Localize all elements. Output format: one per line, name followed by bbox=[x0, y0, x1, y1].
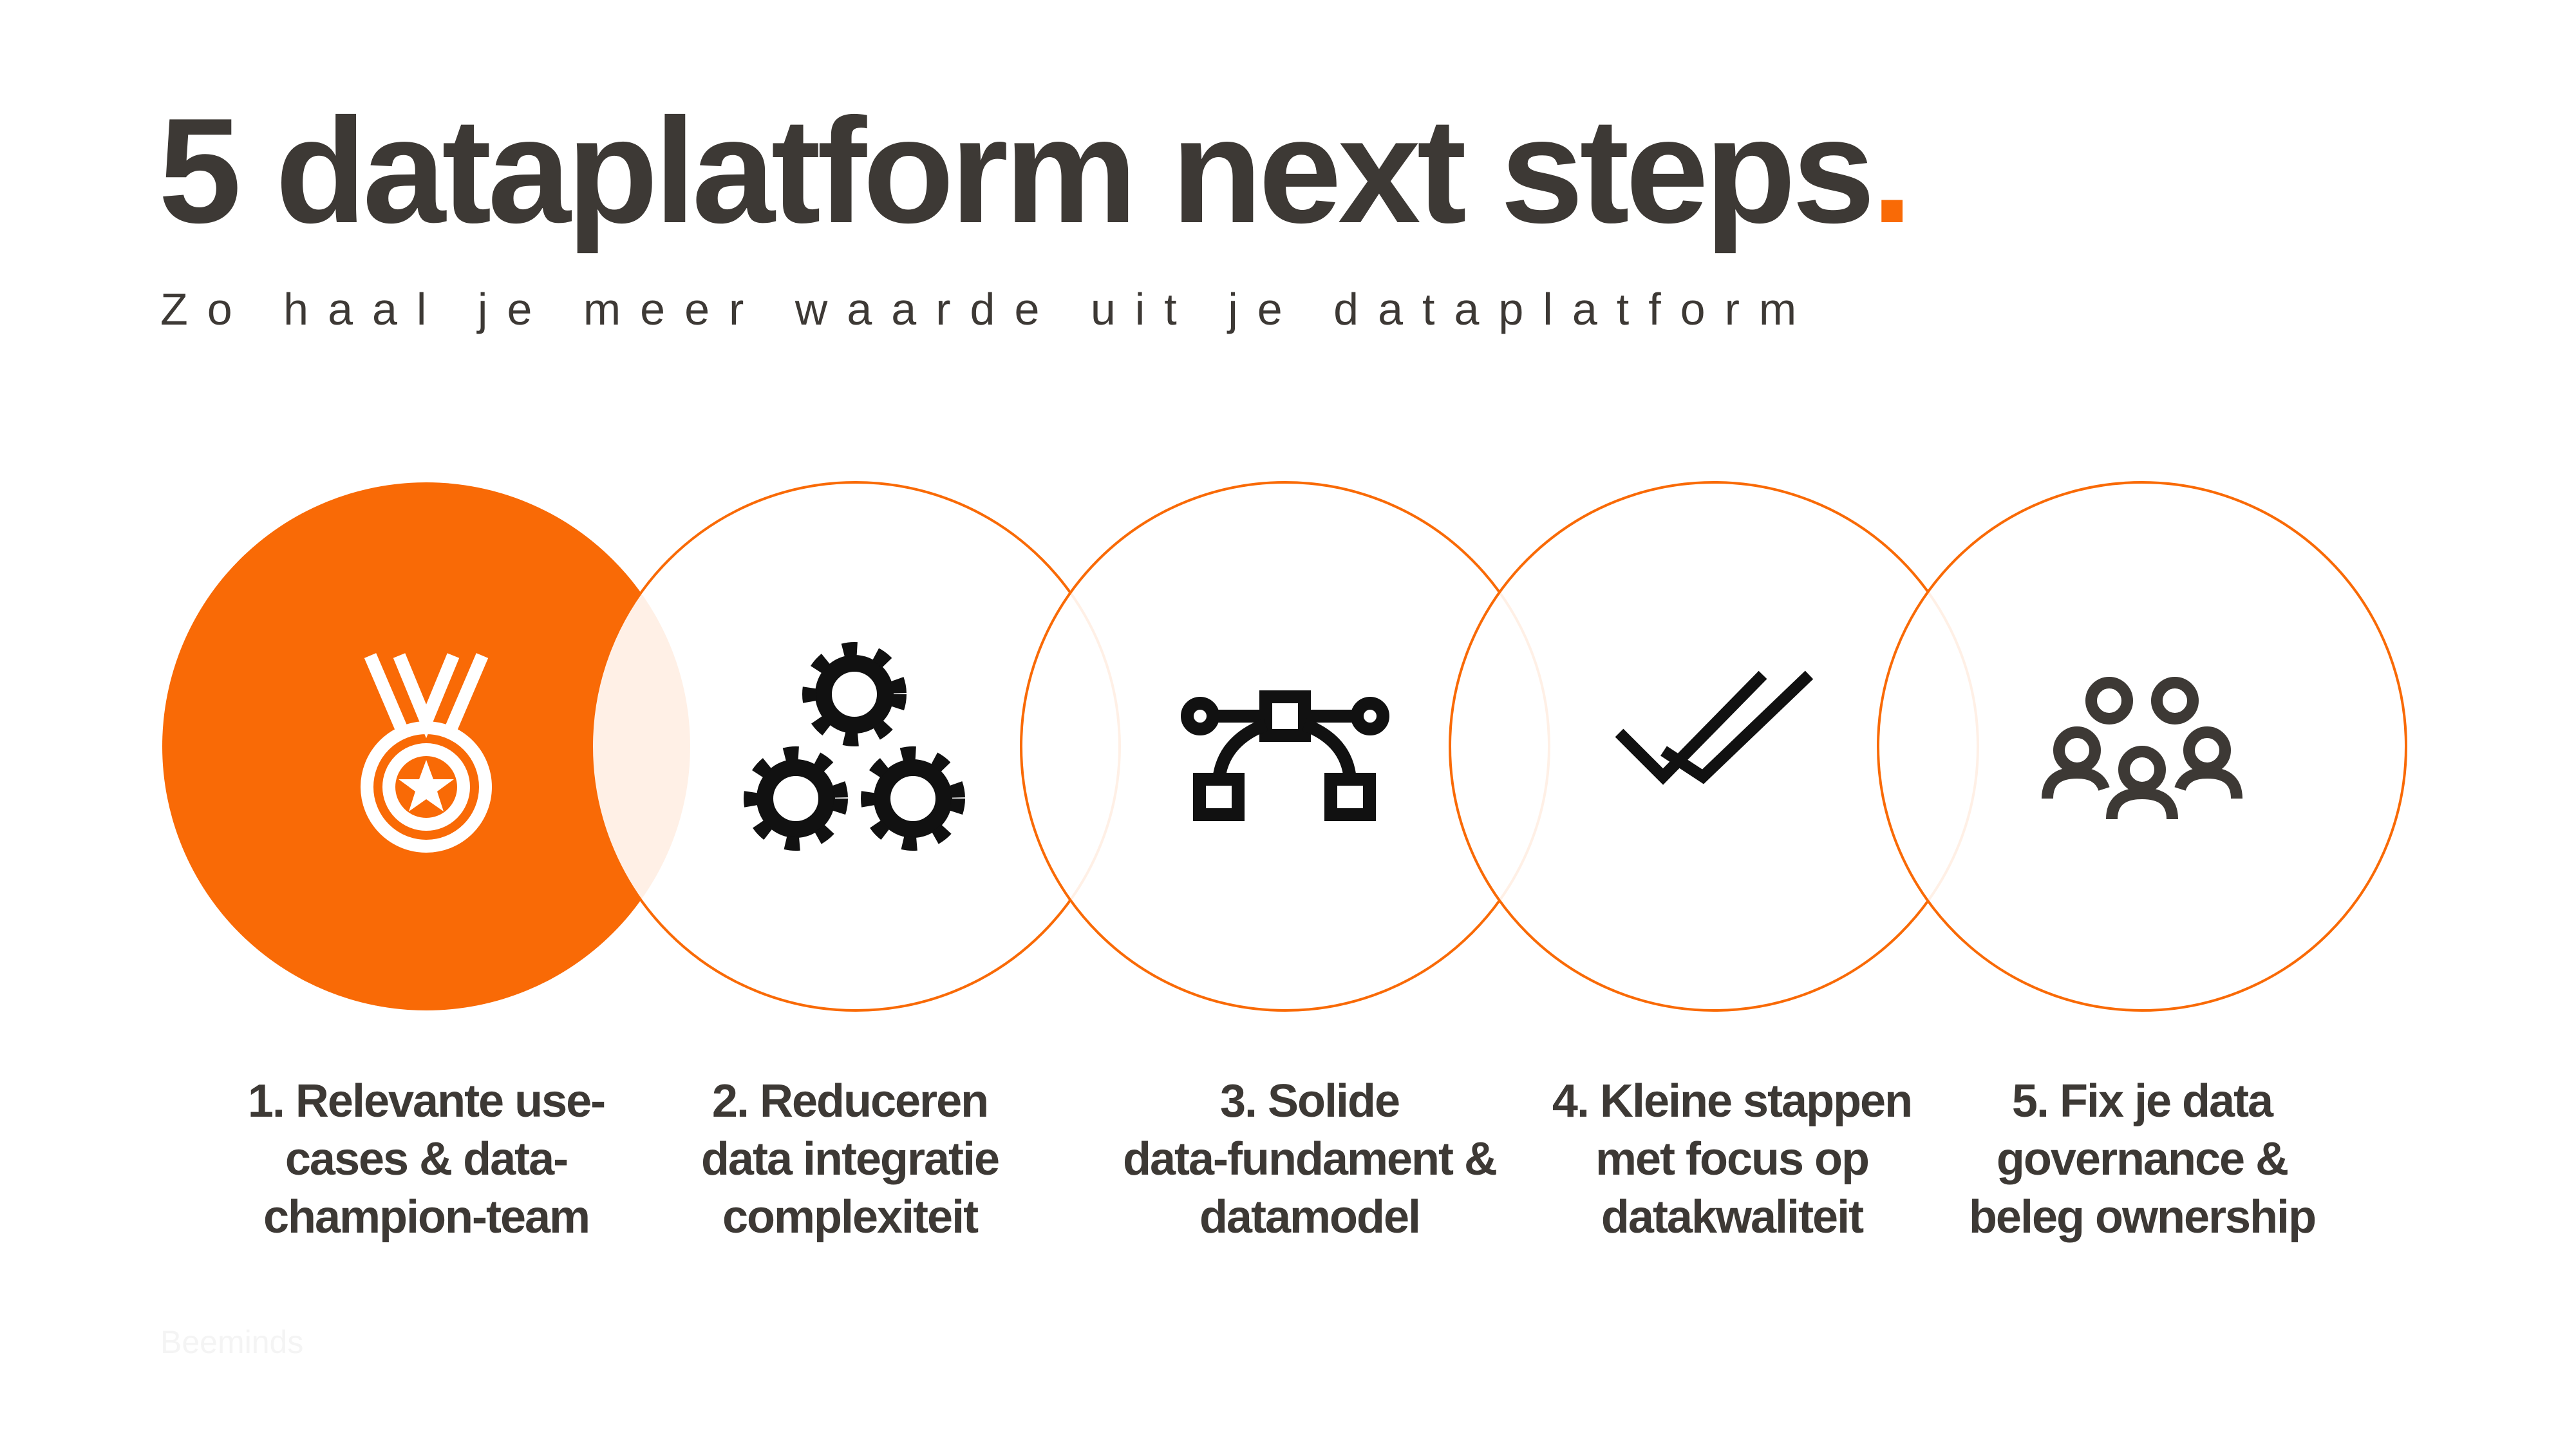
medal-icon bbox=[361, 653, 492, 853]
title-dot: . bbox=[1871, 88, 1913, 254]
group-icon bbox=[2042, 677, 2242, 820]
step-1-line-1: 1. Relevante use- bbox=[247, 1075, 606, 1127]
step-2-line-3: complexiteit bbox=[722, 1191, 979, 1243]
step-4-line-2: met focus op bbox=[1595, 1133, 1870, 1185]
step-label-2: 2. Reduceren data integratie complexitei… bbox=[644, 1072, 1056, 1246]
step-3-line-2: data-fundament & bbox=[1123, 1133, 1498, 1185]
step-5-line-1: 5. Fix je data bbox=[2011, 1075, 2273, 1127]
step-label-3: 3. Solide data-fundament & datamodel bbox=[1104, 1072, 1516, 1246]
step-3-line-3: datamodel bbox=[1199, 1191, 1421, 1243]
step-label-1: 1. Relevante use- cases & data- champion… bbox=[220, 1072, 632, 1246]
step-4-line-1: 4. Kleine stappen bbox=[1552, 1075, 1913, 1127]
watermark: Beeminds bbox=[160, 1324, 304, 1360]
subtitle: Zo haal je meer waarde uit je dataplatfo… bbox=[160, 284, 1816, 334]
step-1-line-2: cases & data- bbox=[285, 1133, 569, 1185]
step-4-line-3: datakwaliteit bbox=[1601, 1191, 1864, 1243]
title-text: 5 dataplatform next steps bbox=[158, 88, 1876, 254]
vector-path-icon bbox=[1181, 690, 1389, 821]
step-5-line-2: governance & bbox=[1996, 1133, 2289, 1185]
step-2-line-2: data integratie bbox=[700, 1133, 1000, 1185]
double-check-icon bbox=[1615, 670, 1814, 785]
step-1-line-3: champion-team bbox=[263, 1191, 590, 1243]
step-3-line-1: 3. Solide bbox=[1219, 1075, 1400, 1127]
step-2-line-1: 2. Reduceren bbox=[711, 1075, 989, 1127]
gears-icon bbox=[744, 642, 965, 851]
page-title: 5 dataplatform next steps. bbox=[158, 97, 1913, 246]
step-label-5: 5. Fix je data governance & beleg owners… bbox=[1936, 1072, 2348, 1246]
step-label-4: 4. Kleine stappen met focus op datakwali… bbox=[1526, 1072, 1938, 1246]
step-5-line-3: beleg ownership bbox=[1968, 1191, 2317, 1243]
